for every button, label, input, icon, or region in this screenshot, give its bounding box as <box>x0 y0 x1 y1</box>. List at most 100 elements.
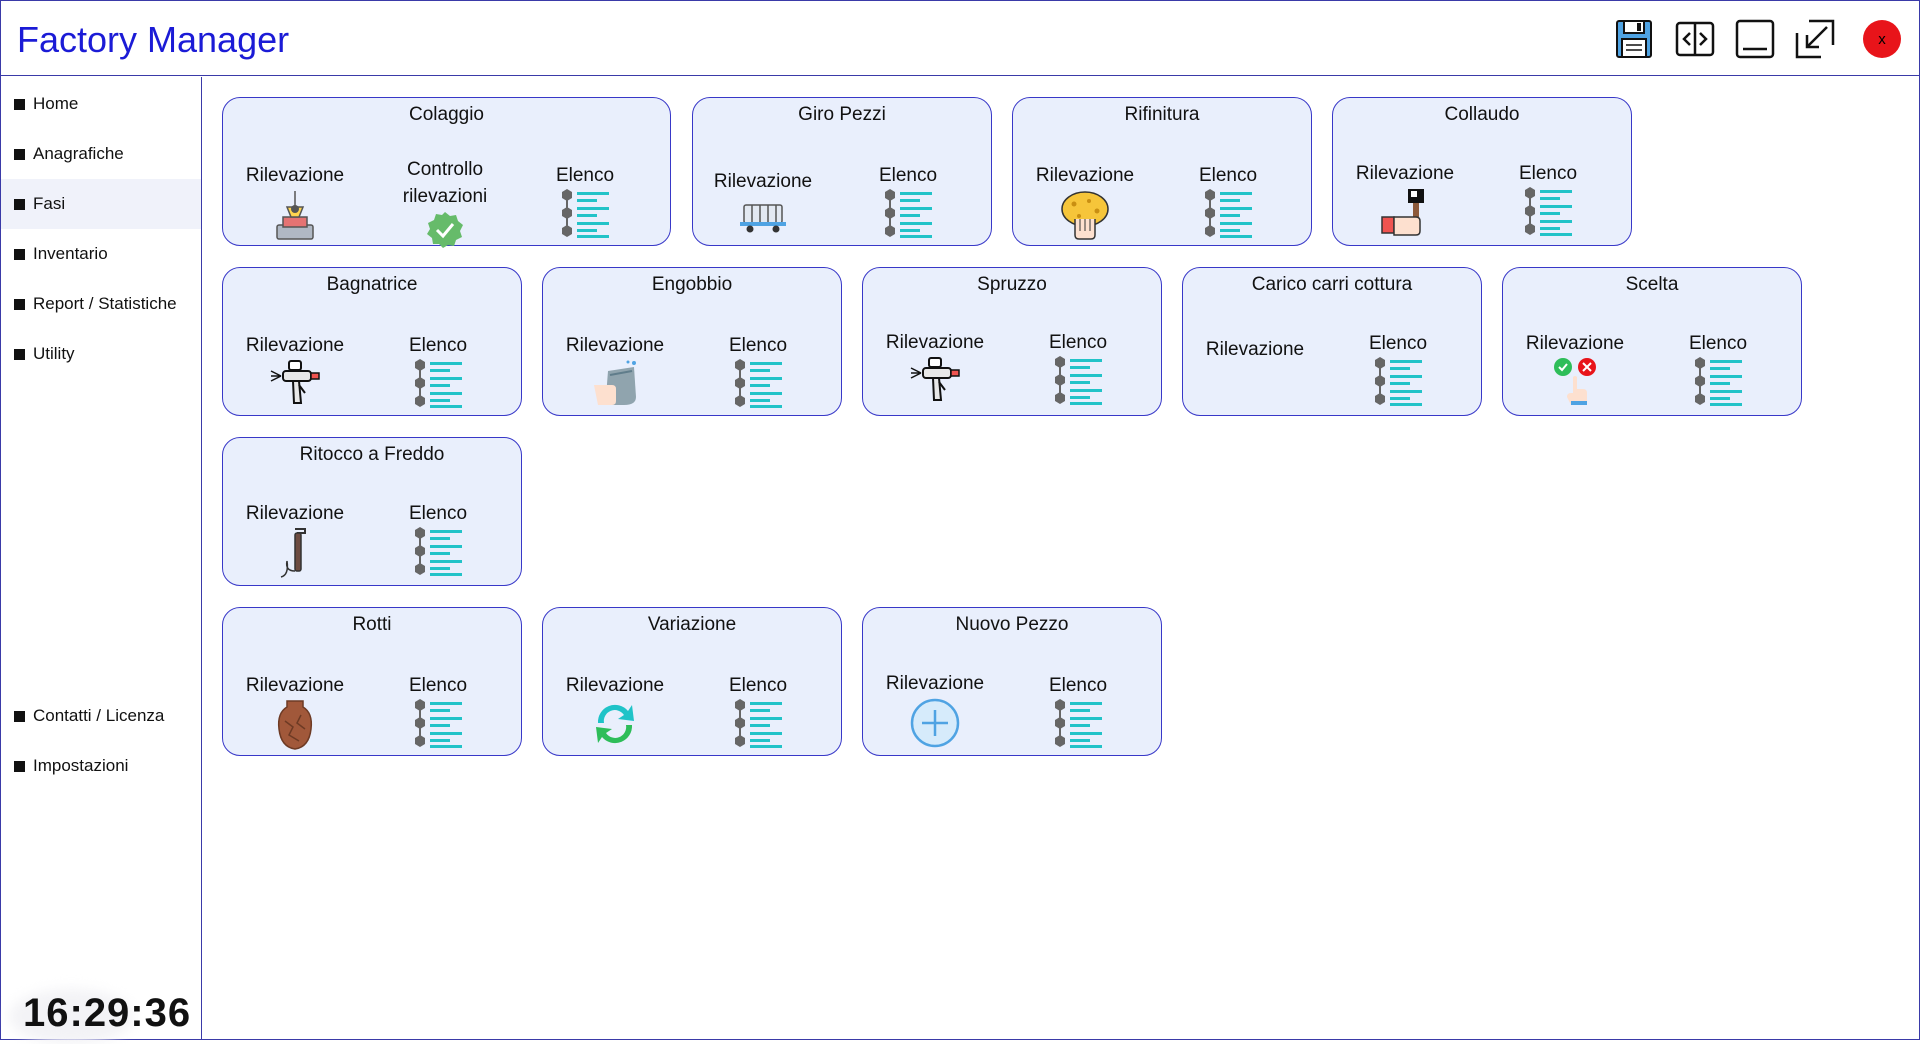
sponge-hand-icon <box>1061 191 1109 240</box>
rilevazione-label: Rilevazione <box>885 673 985 694</box>
controllo-rilevazioni-button[interactable]: Controllo rilevazioni <box>395 156 495 250</box>
elenco-button[interactable]: Elenco <box>398 332 478 409</box>
elenco-button[interactable]: Elenco <box>398 500 478 577</box>
card-title: Ritocco a Freddo <box>299 444 445 465</box>
title-bar: Factory Manager <box>1 1 1919 76</box>
card-title: Colaggio <box>409 104 484 125</box>
rilevazione-button[interactable]: Rilevazione <box>245 500 345 579</box>
rilevazione-button[interactable]: Rilevazione <box>1035 162 1135 241</box>
app-title: Factory Manager <box>17 19 290 60</box>
save-button[interactable] <box>1612 17 1656 61</box>
split-view-icon <box>1675 21 1715 57</box>
elenco-button[interactable]: Elenco <box>1038 672 1118 749</box>
casting-machine-icon <box>276 191 314 240</box>
rilevazione-label: Rilevazione <box>1355 163 1455 184</box>
card-title: Scelta <box>1625 274 1679 295</box>
rilevazione-button[interactable]: Rilevazione <box>1355 160 1455 237</box>
rilevazione-label: Rilevazione <box>245 675 345 696</box>
sidebar-item-home[interactable]: Home <box>1 79 201 129</box>
card-title: Spruzzo <box>977 274 1047 295</box>
rilevazione-button[interactable]: Rilevazione <box>565 332 665 409</box>
rilevazione-label: Rilevazione <box>885 332 985 353</box>
elenco-button[interactable]: Elenco <box>718 332 798 409</box>
elenco-button[interactable]: Elenco <box>1038 329 1118 406</box>
brush-hand-icon <box>1381 189 1424 236</box>
bullet-icon <box>14 710 25 722</box>
sidebar-item-label: Contatti / Licenza <box>33 706 165 725</box>
elenco-label: Elenco <box>1518 163 1578 184</box>
card-title: Rotti <box>352 614 392 635</box>
elenco-button[interactable]: Elenco <box>398 672 478 749</box>
bullet-icon <box>14 148 25 160</box>
card-carico-carri-cottura: Carico carri cottura Rilevazione Elenco <box>1182 267 1482 416</box>
bullet-icon <box>14 348 25 360</box>
elenco-button[interactable]: Elenco <box>868 162 948 239</box>
sidebar-item-label: Home <box>33 94 79 113</box>
card-title: Carico carri cottura <box>1251 274 1413 295</box>
card-collaudo: Collaudo Rilevazione Elenco <box>1332 97 1632 246</box>
bullet-icon <box>14 248 25 260</box>
card-title: Nuovo Pezzo <box>955 614 1069 635</box>
rilevazione-label: Rilevazione <box>565 335 665 356</box>
minimize-button[interactable] <box>1733 17 1777 61</box>
blurred-logo <box>9 989 134 1044</box>
elenco-button[interactable]: Elenco <box>1358 330 1438 407</box>
split-view-button[interactable] <box>1673 17 1717 61</box>
sidebar-item-anagrafiche[interactable]: Anagrafiche <box>1 129 201 179</box>
sidebar-item-contatti[interactable]: Contatti / Licenza <box>1 691 201 741</box>
dental-drill-icon <box>280 528 306 578</box>
list-icon <box>732 699 784 749</box>
rilevazione-button[interactable]: Rilevazione <box>713 168 813 235</box>
card-colaggio: Colaggio Rilevazione Controllo rilevazio… <box>222 97 671 248</box>
rilevazione-label: Rilevazione <box>1035 165 1135 186</box>
refresh-icon <box>596 704 634 744</box>
close-button[interactable]: x <box>1863 20 1901 58</box>
bullet-icon <box>14 198 25 210</box>
sidebar-item-label: Report / Statistiche <box>33 294 177 313</box>
sidebar-item-label: Fasi <box>33 194 66 213</box>
rilevazione-button[interactable]: Rilevazione <box>245 672 345 751</box>
elenco-label: Elenco <box>1048 675 1108 696</box>
rilevazione-button[interactable]: Rilevazione <box>1525 330 1625 407</box>
rilevazione-button[interactable]: Rilevazione <box>245 332 345 407</box>
elenco-label: Elenco <box>408 503 468 524</box>
elenco-button[interactable]: Elenco <box>1508 160 1588 237</box>
elenco-label: Elenco <box>878 165 938 186</box>
list-icon <box>732 359 784 409</box>
card-title: Giro Pezzi <box>798 104 886 125</box>
sidebar: Home Anagrafiche Fasi Inventario Report … <box>1 77 202 1044</box>
clock: 16:29:36 <box>23 991 192 1035</box>
sidebar-item-inventario[interactable]: Inventario <box>1 229 201 279</box>
paint-bucket-icon <box>594 360 636 405</box>
cart-icon <box>740 204 786 233</box>
elenco-label: Elenco <box>1048 332 1108 353</box>
sidebar-item-fasi[interactable]: Fasi <box>1 179 201 229</box>
card-spruzzo: Spruzzo Rilevazione Elenco <box>862 267 1162 416</box>
rilevazione-button[interactable]: Rilevazione <box>1205 336 1305 363</box>
rilevazione-label: Rilevazione <box>713 171 813 192</box>
elenco-button[interactable]: Elenco <box>718 672 798 749</box>
card-giro-pezzi: Giro Pezzi Rilevazione Elenco <box>692 97 992 246</box>
list-icon <box>882 189 934 239</box>
elenco-button[interactable]: Elenco <box>1188 162 1268 239</box>
sidebar-item-report[interactable]: Report / Statistiche <box>1 279 201 329</box>
elenco-label: Elenco <box>728 335 788 356</box>
elenco-button[interactable]: Elenco <box>545 162 625 239</box>
rilevazione-button[interactable]: Rilevazione <box>885 670 985 749</box>
card-nuovo-pezzo: Nuovo Pezzo Rilevazione Elenco <box>862 607 1162 756</box>
card-ritocco-a-freddo: Ritocco a Freddo Rilevazione Elenco <box>222 437 522 586</box>
sidebar-item-impostazioni[interactable]: Impostazioni <box>1 741 201 791</box>
spray-gun-icon <box>909 356 961 404</box>
bullet-icon <box>14 98 25 110</box>
elenco-button[interactable]: Elenco <box>1678 330 1758 407</box>
elenco-label: Elenco <box>408 675 468 696</box>
card-title: Collaudo <box>1444 104 1520 125</box>
rilevazione-button[interactable]: Rilevazione <box>885 329 985 404</box>
rilevazione-button[interactable]: Rilevazione <box>245 162 345 241</box>
elenco-label: Elenco <box>408 335 468 356</box>
rilevazione-button[interactable]: Rilevazione <box>565 672 665 749</box>
card-title: Engobbio <box>651 274 733 295</box>
sidebar-item-label: Utility <box>33 344 75 363</box>
sidebar-item-utility[interactable]: Utility <box>1 329 201 379</box>
restore-button[interactable] <box>1793 17 1837 61</box>
